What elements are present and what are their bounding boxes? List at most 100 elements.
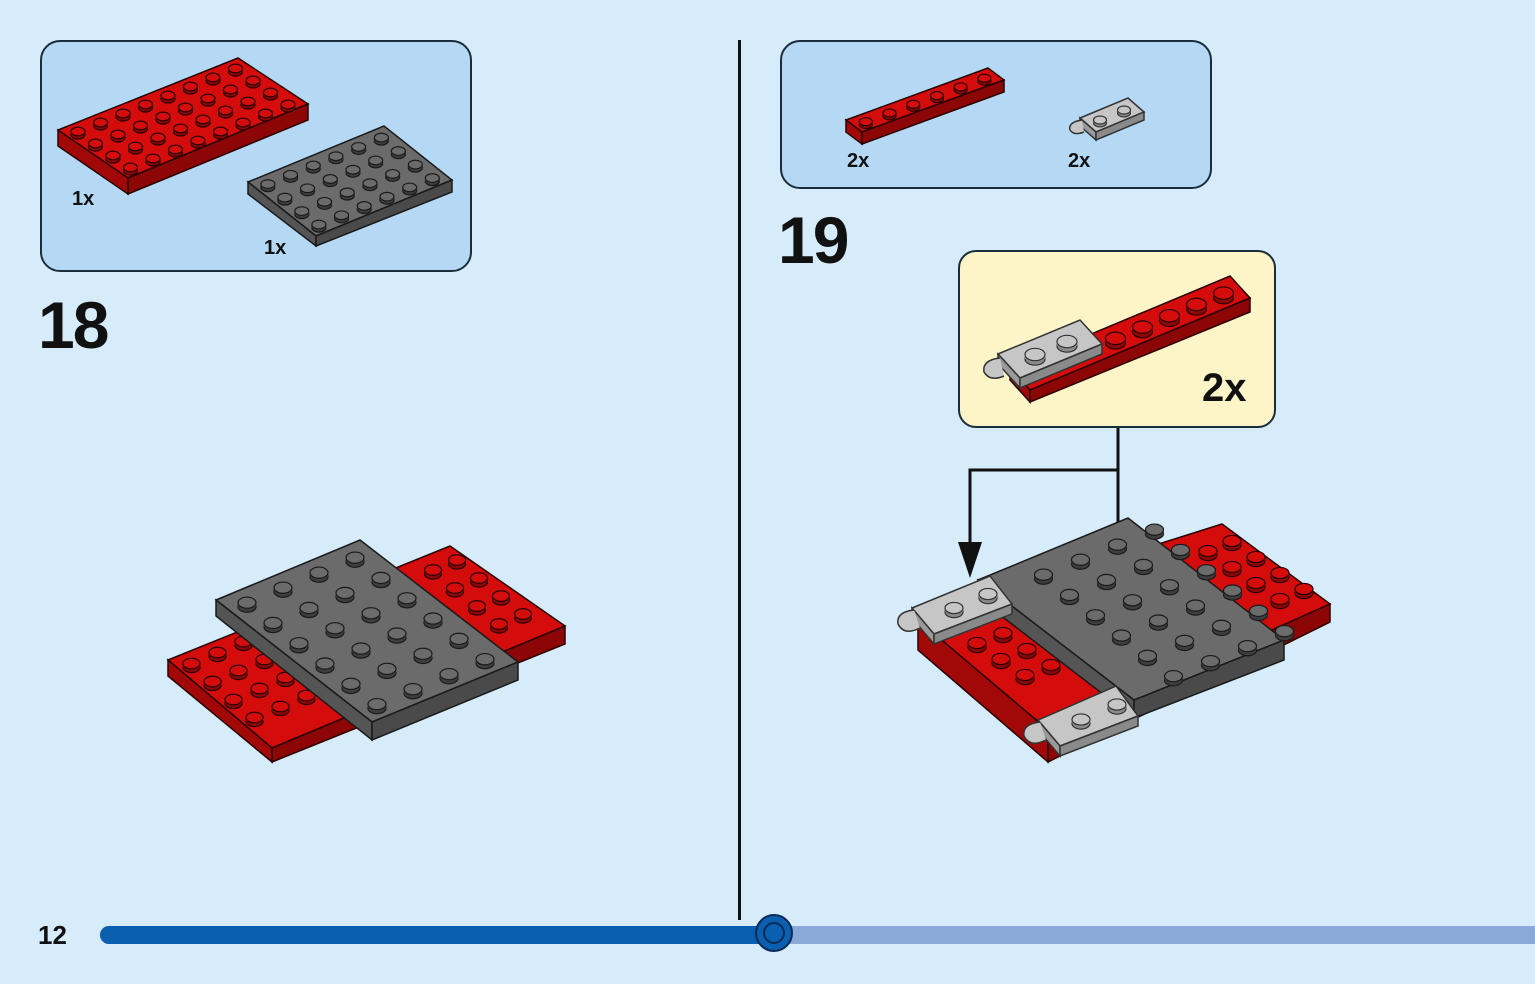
step-18-assembly-red-studs-left [182,635,316,728]
stud [167,144,184,158]
stud [87,138,104,152]
stud [397,592,417,609]
stud [1174,634,1195,652]
stud [1122,594,1143,611]
stud [1059,588,1080,606]
red-plate-4x8-studs [70,63,296,176]
stud [385,168,401,182]
stud [315,657,335,674]
stud [1200,654,1221,672]
stud [105,150,121,164]
stud [1096,573,1117,591]
stud [387,627,407,644]
stud [978,587,998,605]
stud [182,81,199,95]
stud [1131,320,1154,339]
step-19-assembly-grey-studs [1033,523,1295,687]
stud [200,93,216,107]
stud [195,114,211,128]
stud [289,637,309,654]
stud [1148,614,1169,631]
stud [447,554,467,570]
stud [282,169,299,183]
stud [1056,334,1078,353]
stud [1222,560,1242,578]
stud [227,63,244,77]
step-19-assembly-red-studs-right [1198,534,1314,610]
stud [953,82,968,95]
stud [299,183,316,197]
page-number: 12 [38,920,67,950]
stud [403,682,423,700]
stud [1111,629,1132,646]
stud [145,153,161,167]
stud [305,160,321,174]
stud [1144,523,1165,540]
stud [1158,308,1181,328]
stud [137,99,154,113]
parts-box-step-19 [780,40,1212,189]
stud [1137,649,1158,667]
stud [155,111,171,125]
stud [208,646,227,663]
stud [212,126,229,140]
stud [1211,619,1232,637]
stud [944,601,964,619]
step-number-18: 18 [38,288,109,362]
stud [240,96,256,110]
stud [205,72,221,86]
stud [299,601,319,619]
stud [217,105,234,119]
stud [1170,543,1191,561]
stud [132,120,149,134]
stud [328,151,344,165]
stud [203,675,222,692]
stud [513,608,533,624]
stud [335,586,355,604]
stud [271,700,290,717]
stud [322,174,338,188]
stud [351,141,367,155]
stud [277,192,293,206]
stud [467,600,487,616]
stud [280,99,296,113]
stud [475,652,495,670]
stud [1015,668,1035,686]
stud [245,711,264,728]
stud [1041,658,1061,676]
stud [1185,599,1206,616]
stud [1070,553,1091,570]
stud [1085,609,1106,626]
stud [1033,568,1054,585]
stud [110,129,126,143]
stud [260,179,276,193]
stud [371,571,391,589]
stud [423,612,443,629]
page-divider [738,40,741,920]
stud [390,146,406,160]
stud [92,117,109,131]
stud [1212,286,1235,305]
stud [1270,566,1290,584]
stud [993,626,1013,644]
stud [407,159,423,173]
stud [1017,642,1037,660]
stud [1024,347,1046,366]
stud [309,566,329,583]
stud [273,581,293,598]
stud [356,201,372,215]
stud [1104,331,1127,350]
stud [423,564,443,580]
step-19-clip-plate-bottom-studs [1071,698,1127,730]
stud [489,618,509,634]
step-18-assembly-grey-studs [237,551,495,715]
callout-quantity: 2x [1202,366,1247,410]
stud [1185,297,1208,316]
stud [991,652,1011,670]
stud [377,662,397,680]
stud [70,126,86,140]
stud [1116,105,1132,118]
stud [235,117,251,131]
stud [1246,576,1266,594]
stud [445,582,465,598]
